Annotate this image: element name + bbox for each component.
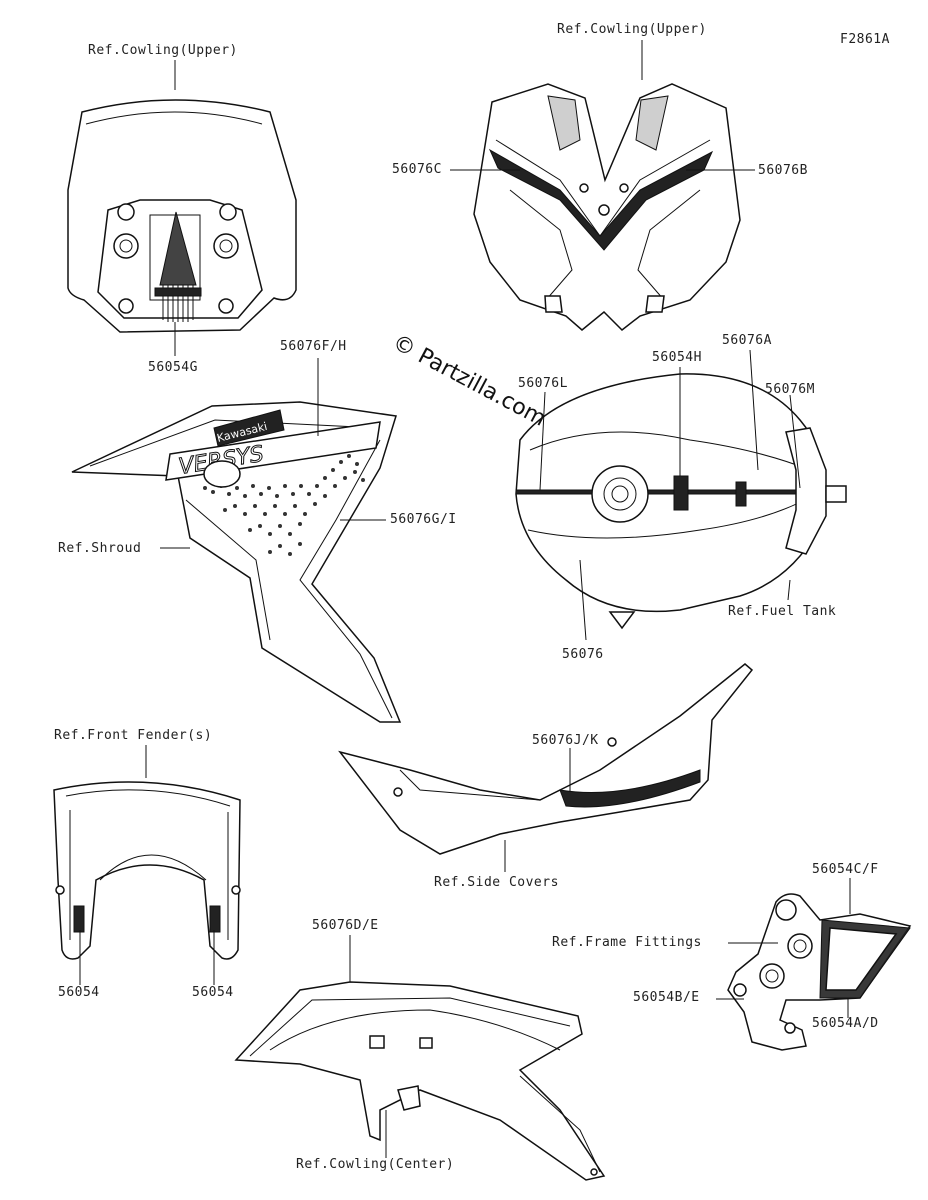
shroud-part: Kawasaki VERSYS xyxy=(71,401,402,723)
label-56076JK: 56076J/K xyxy=(532,733,599,748)
side-cover-part xyxy=(338,663,754,855)
label-56054-right: 56054 xyxy=(192,985,234,1000)
label-56076: 56076 xyxy=(562,647,604,662)
frame-fitting-part xyxy=(727,893,912,1051)
label-56076B: 56076B xyxy=(758,163,808,178)
label-56076L: 56076L xyxy=(518,376,568,391)
fuel-tank-part xyxy=(515,373,847,630)
label-ref-frame-fittings: Ref.Frame Fittings xyxy=(552,935,702,950)
label-56054G: 56054G xyxy=(148,360,198,375)
label-56076C: 56076C xyxy=(392,162,442,177)
front-fender-part xyxy=(53,781,241,960)
upper-cowling-part xyxy=(473,83,741,331)
label-56054CF: 56054C/F xyxy=(812,862,879,877)
label-56076GI: 56076G/I xyxy=(390,512,457,527)
label-56054AD: 56054A/D xyxy=(812,1016,879,1031)
figure-code: F2861A xyxy=(840,32,890,47)
label-56076DE: 56076D/E xyxy=(312,918,379,933)
windshield-part xyxy=(67,99,297,333)
label-ref-cowling-upper-right: Ref.Cowling(Upper) xyxy=(557,22,707,37)
label-ref-cowling-upper-left: Ref.Cowling(Upper) xyxy=(88,43,238,58)
label-56076A: 56076A xyxy=(722,333,772,348)
label-56054BE: 56054B/E xyxy=(633,990,700,1005)
label-56054-left: 56054 xyxy=(58,985,100,1000)
label-ref-side-covers: Ref.Side Covers xyxy=(434,875,559,890)
label-ref-shroud: Ref.Shroud xyxy=(58,541,142,556)
windshield-stripe-decal xyxy=(154,211,202,322)
label-ref-cowling-center: Ref.Cowling(Center) xyxy=(296,1157,455,1172)
label-ref-fuel-tank: Ref.Fuel Tank xyxy=(728,604,837,619)
label-56054H: 56054H xyxy=(652,350,702,365)
leader-lines xyxy=(79,40,851,1158)
center-cowling-part xyxy=(234,981,606,1181)
label-ref-front-fender: Ref.Front Fender(s) xyxy=(54,728,213,743)
label-56076M: 56076M xyxy=(765,382,815,397)
label-56076FH: 56076F/H xyxy=(280,339,347,354)
